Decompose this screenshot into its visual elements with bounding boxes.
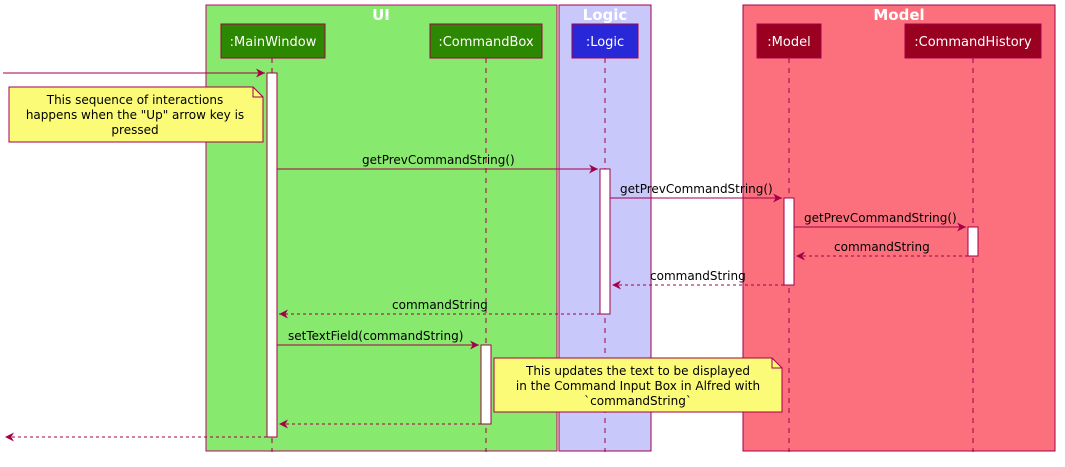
message-label-2: getPrevCommandString() (620, 182, 773, 196)
participant-model-box (756, 23, 822, 59)
note-update-text-line-3: `commandString` (584, 394, 692, 408)
note-update-text-line-2: in the Command Input Box in Alfred with (516, 379, 760, 393)
message-label-7: setTextField(commandString) (288, 329, 463, 343)
note-update-text-fold (771, 358, 782, 369)
participant-commandbox-label: :CommandBox (438, 35, 534, 50)
participant-logic-label: :Logic (586, 35, 624, 50)
box-ui-title: UI (372, 6, 390, 24)
participant-mainwindow: :MainWindow (220, 23, 326, 59)
activation-commandhistory (967, 226, 979, 257)
activation-mainwindow (266, 72, 278, 438)
participant-commandhistory-label: :CommandHistory (914, 35, 1032, 50)
participant-logic-box (571, 23, 639, 59)
box-model-title: Model (873, 6, 924, 24)
note-up-arrow-line-1: This sequence of interactions (46, 93, 224, 107)
note-update-text-line-1: This updates the text to be displayed (525, 364, 750, 378)
note-update-text: This updates the text to be displayed in… (493, 357, 783, 413)
note-up-arrow-line-2: happens when the "Up" arrow key is (26, 108, 244, 122)
note-up-arrow-fold (252, 87, 263, 98)
message-label-4: commandString (834, 240, 930, 254)
note-up-arrow-shape (8, 86, 264, 143)
participant-commandbox-box (429, 23, 543, 59)
activation-logic (599, 168, 611, 315)
message-labels: getPrevCommandString() getPrevCommandStr… (288, 153, 957, 343)
participant-commandbox: :CommandBox (429, 23, 543, 59)
note-update-text-shape (493, 357, 783, 413)
note-up-arrow: This sequence of interactions happens wh… (8, 86, 264, 143)
box-model: Model (742, 4, 1056, 452)
participant-model-label: :Model (767, 35, 810, 50)
participant-model: :Model (756, 23, 822, 59)
participant-mainwindow-label: :MainWindow (230, 35, 317, 50)
participant-mainwindow-box (220, 23, 326, 59)
participant-logic: :Logic (571, 23, 639, 59)
participant-commandhistory-box (904, 23, 1042, 59)
message-label-1: getPrevCommandString() (362, 153, 515, 167)
box-logic-title: Logic (583, 6, 628, 24)
activations (266, 72, 979, 438)
message-label-6: commandString (392, 298, 488, 312)
activation-model (783, 197, 795, 286)
messages (3, 68, 968, 442)
message-label-3: getPrevCommandString() (804, 211, 957, 225)
message-label-5: commandString (650, 269, 746, 283)
box-model-rect (742, 4, 1056, 452)
activation-commandbox (480, 344, 492, 425)
note-up-arrow-line-3: pressed (111, 123, 158, 137)
participant-commandhistory: :CommandHistory (904, 23, 1042, 59)
